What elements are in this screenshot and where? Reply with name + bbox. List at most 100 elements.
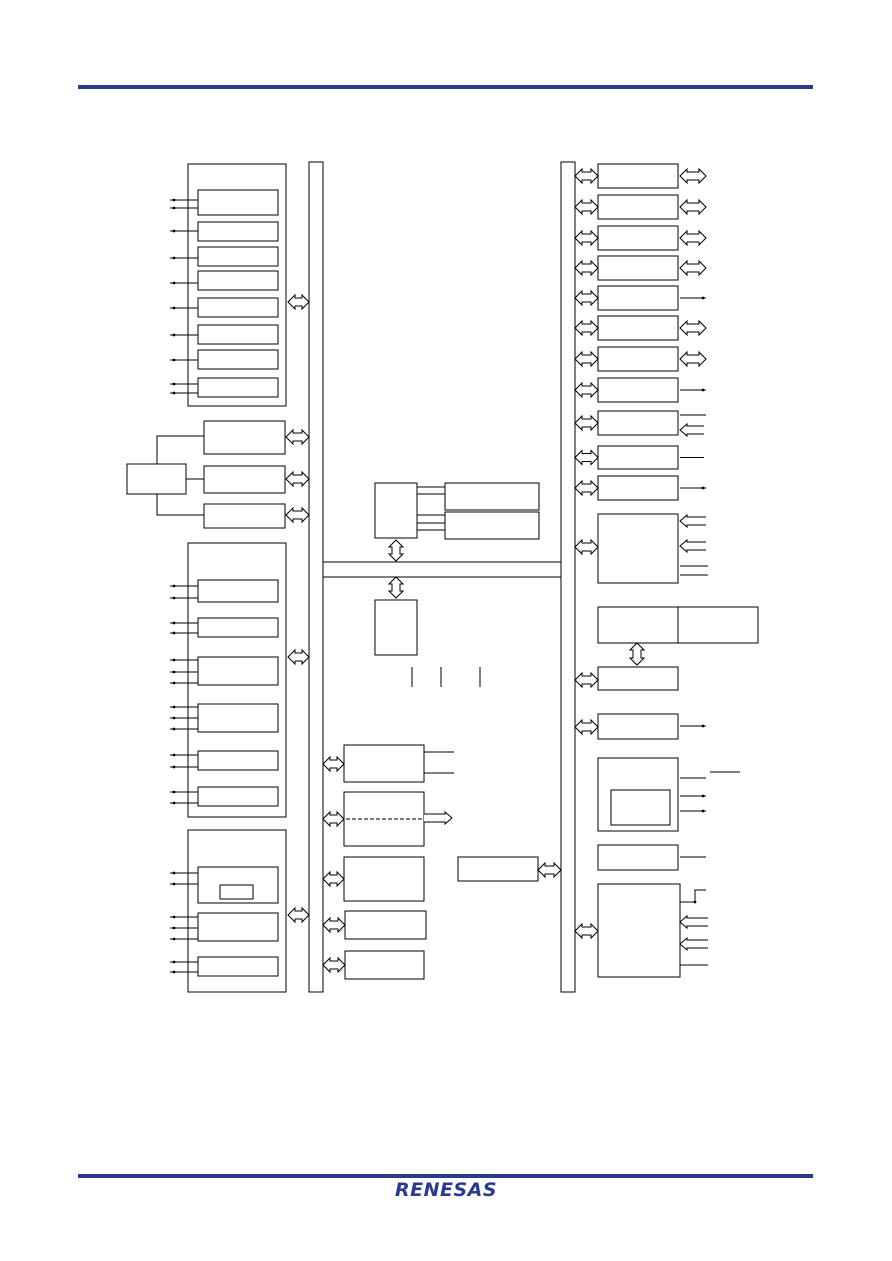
signal-dot [172, 206, 176, 210]
signal-dot [172, 306, 176, 310]
left-group-1-block [197, 221, 279, 242]
right-peripheral-block [597, 666, 679, 691]
signal-dot [172, 584, 176, 588]
right-peripheral-block [597, 713, 679, 740]
left-group-1-block [197, 270, 279, 291]
signal-dot [172, 937, 176, 941]
left-group-1-block [197, 246, 279, 267]
io-arrow [679, 936, 708, 952]
bus-arrow [574, 229, 599, 247]
center-peripheral [344, 910, 427, 940]
io-dot [701, 388, 705, 392]
bus-arrow [574, 538, 599, 556]
io-dot [701, 794, 705, 798]
bus-arrow [574, 449, 599, 466]
left-group-1-block [197, 297, 279, 318]
bus-arrow [574, 671, 599, 689]
io-arrow [679, 513, 706, 529]
clock-line [156, 494, 204, 516]
left-group-1-block [197, 189, 279, 216]
bus-arrow [322, 956, 346, 974]
signal-dot [172, 970, 176, 974]
left-group-3 [187, 829, 287, 993]
clock-source-block [126, 463, 187, 495]
bus-arrow [574, 198, 599, 216]
right-internal-bus [560, 161, 576, 993]
right-large-block-2 [597, 883, 681, 978]
signal-dot [172, 358, 176, 362]
right-peripheral-block [597, 285, 679, 311]
left-group-2-block [197, 786, 279, 807]
left-internal-bus [308, 161, 324, 993]
right-outer-block [597, 757, 679, 832]
bus-arrow [287, 293, 310, 311]
right-large-block [597, 513, 679, 584]
left-group-3-block [197, 866, 279, 904]
bus-arrow [574, 167, 599, 185]
footer-rule [78, 1174, 813, 1178]
bus-arrow [322, 916, 346, 934]
signal-dot [172, 871, 176, 875]
bus-arrow [574, 922, 599, 940]
right-peripheral-block [597, 315, 679, 341]
signal-dot [172, 801, 176, 805]
io-arrow [679, 538, 706, 554]
right-split-block-b [677, 606, 759, 644]
timer-block [203, 465, 286, 494]
signal-dot [172, 198, 176, 202]
renesas-logo: RENESAS [394, 1179, 498, 1201]
bus-arrow [285, 506, 310, 524]
left-group-2-block [197, 579, 279, 603]
left-group-2-block [197, 703, 279, 733]
right-inner-block [610, 789, 671, 826]
signal-dot [172, 229, 176, 233]
inner-sub-block [219, 884, 254, 900]
bus-arrow [574, 289, 599, 307]
signal-dot [172, 790, 176, 794]
bus-arrow [574, 718, 599, 736]
signal-dot [172, 926, 176, 930]
right-peripheral-block [597, 346, 679, 372]
right-peripheral-block [597, 475, 679, 501]
io-arrow [679, 167, 707, 185]
signal-dot [172, 281, 176, 285]
signal-dot [172, 670, 176, 674]
signal-dot [172, 753, 176, 757]
io-dot [701, 486, 705, 490]
bus-arrow [574, 259, 599, 277]
io-arrow [679, 259, 707, 277]
bus-arrow [322, 810, 345, 828]
header-rule [78, 85, 813, 89]
signal-dot [172, 882, 176, 886]
cpu-block [374, 599, 418, 656]
bus-arrow [574, 381, 599, 399]
center-peripheral [344, 950, 425, 980]
right-peripheral-block [597, 255, 679, 281]
left-group-2-block [197, 617, 279, 638]
timer-block [203, 503, 286, 529]
bus-arrow [322, 755, 345, 773]
io-dot [701, 809, 705, 813]
bus-arrow [574, 350, 599, 368]
bus-arrow [322, 870, 345, 888]
bus-arrow [287, 648, 310, 666]
bus-arrow [574, 319, 599, 337]
signal-dot [172, 705, 176, 709]
right-peripheral-block [597, 377, 679, 403]
signal-dot [172, 382, 176, 386]
center-peripheral [343, 744, 425, 783]
output-arrow [424, 810, 453, 826]
signal-dot [172, 915, 176, 919]
signal-dot [172, 716, 176, 720]
upper-center-region [322, 162, 561, 563]
signal-dot [172, 631, 176, 635]
bus-arrow [285, 470, 310, 488]
right-peripheral-block [597, 194, 679, 220]
right-peripheral-block [597, 410, 679, 436]
signal-dot [172, 681, 176, 685]
io-dot [701, 724, 705, 728]
bus-arrow [387, 576, 405, 599]
lower-center-region [322, 576, 561, 992]
memory-block [444, 511, 540, 540]
